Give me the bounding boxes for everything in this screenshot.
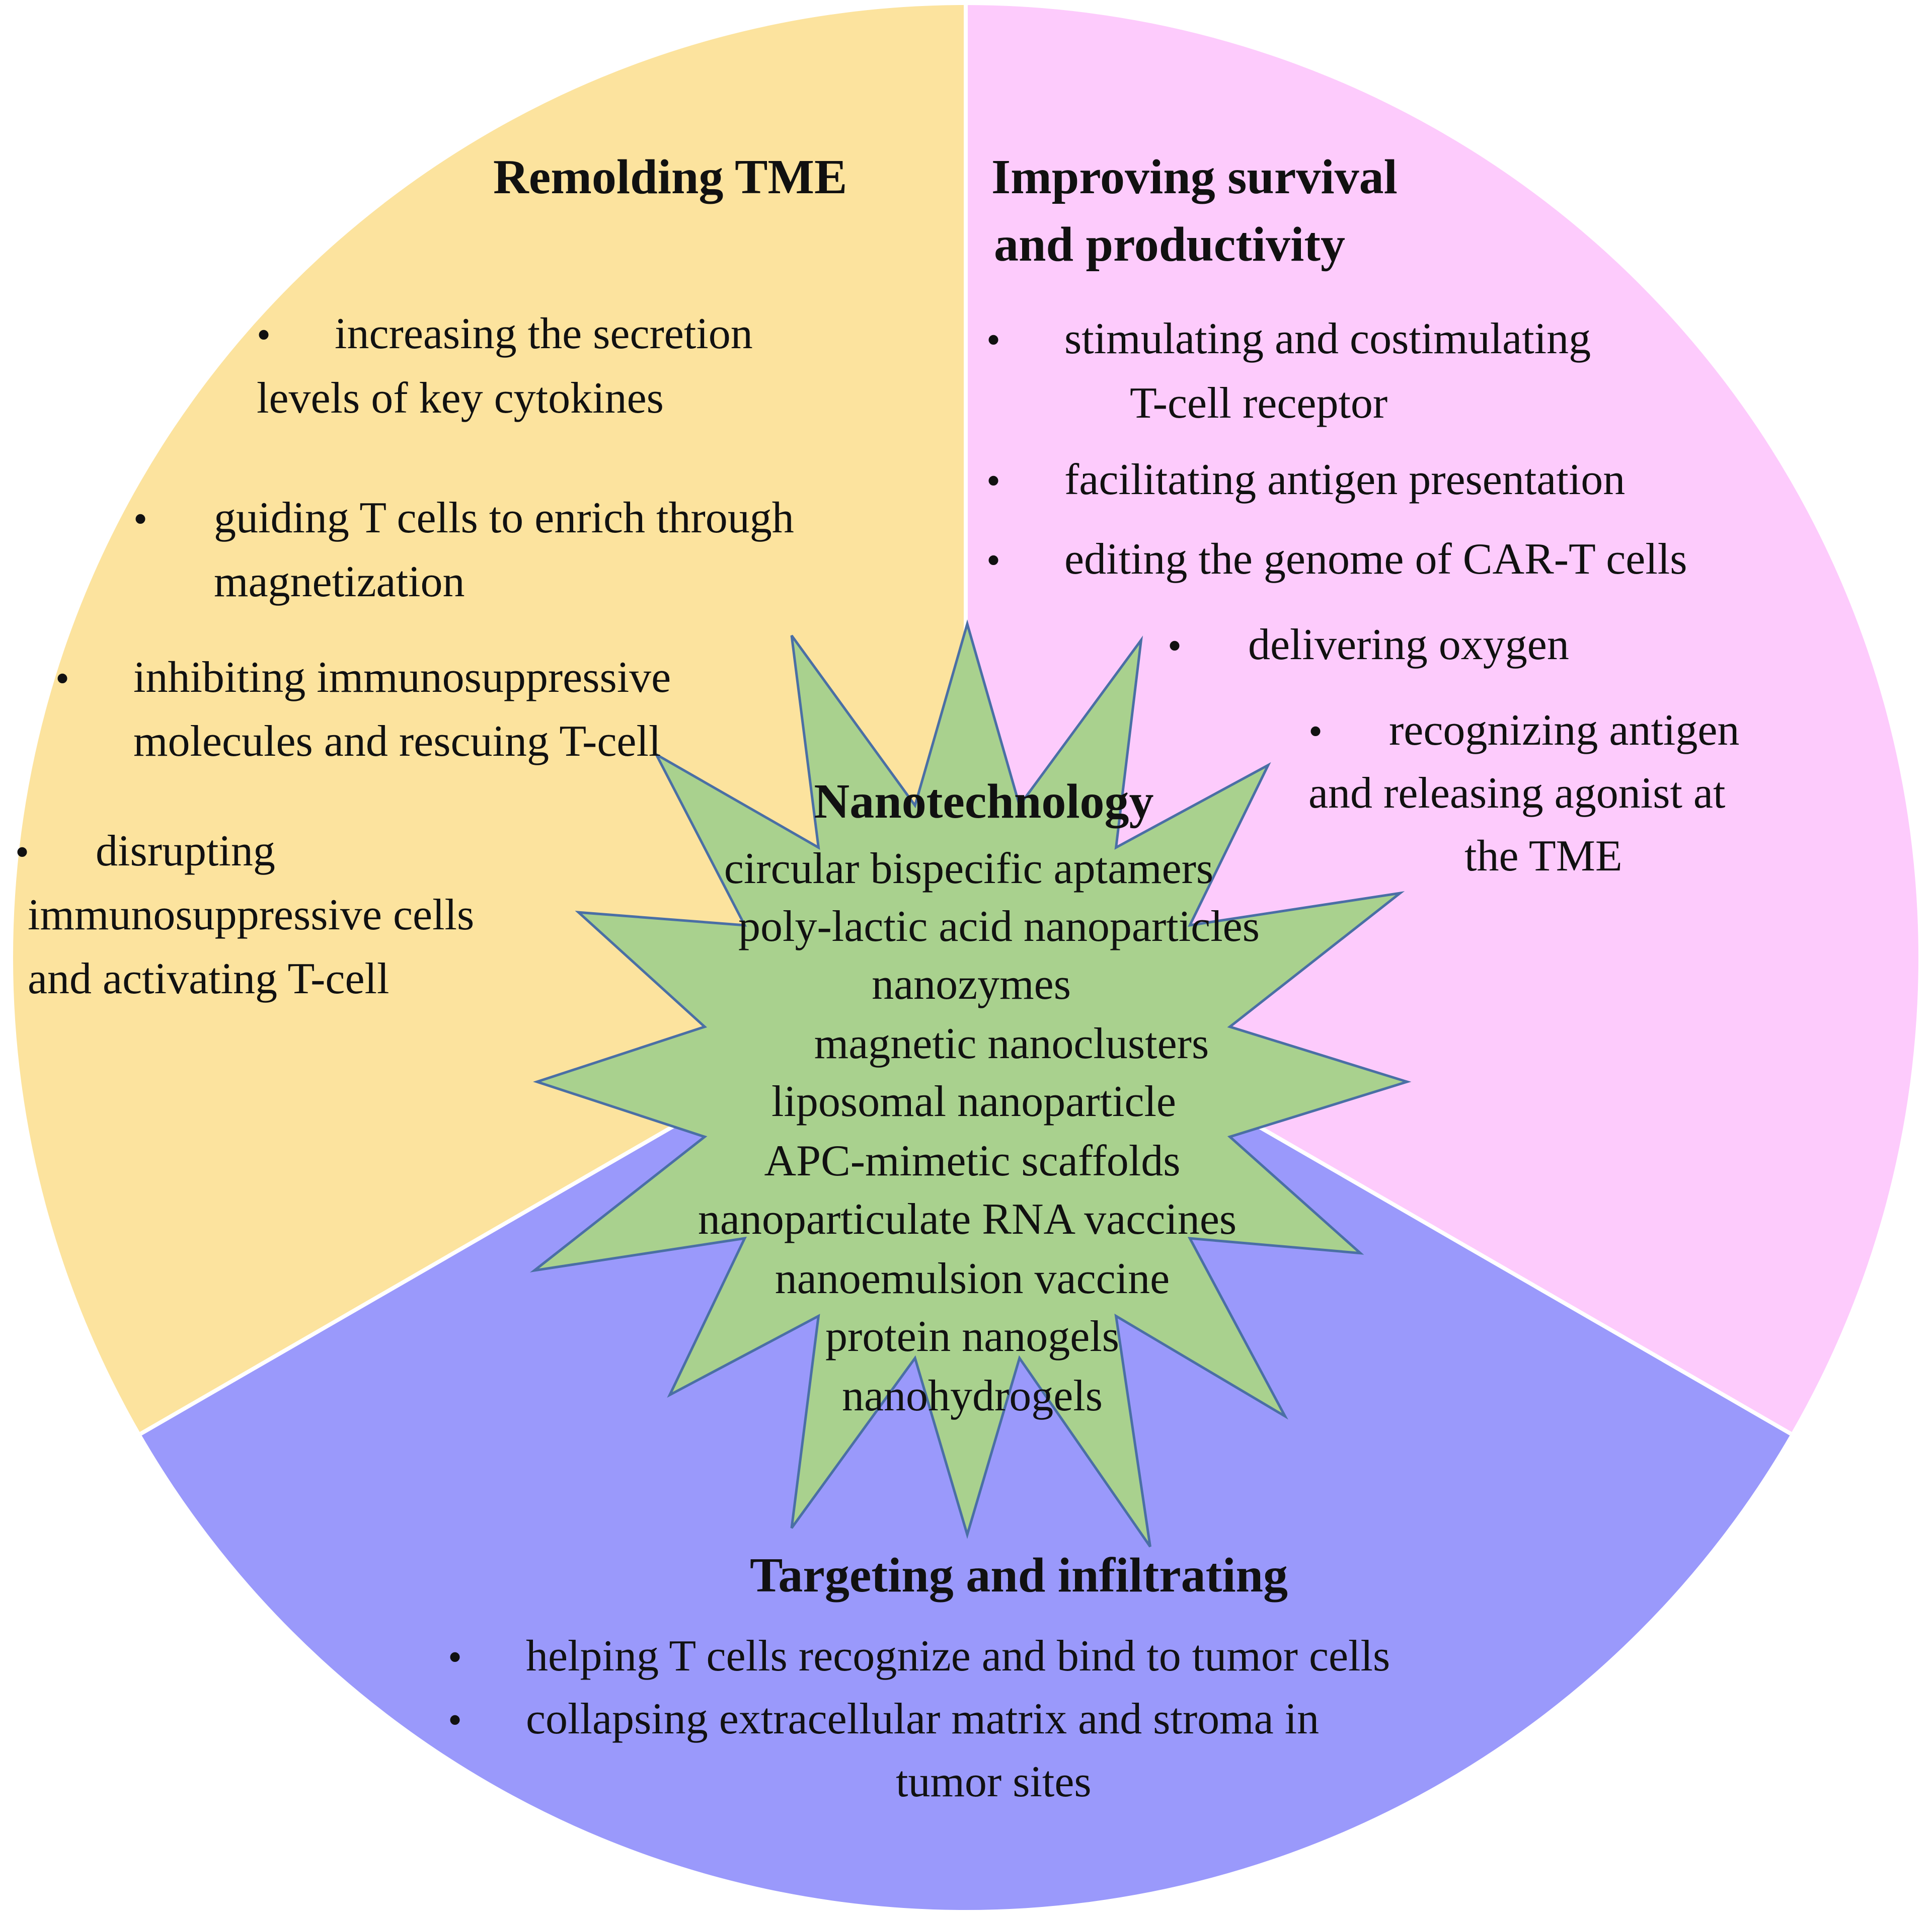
bullet-point: • [55, 657, 69, 701]
remolding-list-item: increasing the secretion [335, 309, 753, 358]
remolding-list-item: and activating T-cell [28, 954, 389, 1003]
bullet-point: • [448, 1698, 462, 1742]
nanotechnology-item: magnetic nanoclusters [814, 1019, 1209, 1068]
bullet-point: • [986, 538, 1000, 583]
nanotechnology-starburst [529, 619, 1412, 1548]
bullet-point: • [1168, 624, 1182, 668]
bullet-point: • [448, 1635, 462, 1680]
nanotechnology-item: nanohydrogels [842, 1372, 1103, 1420]
nanotechnology-item: APC-mimetic scaffolds [764, 1137, 1181, 1185]
survival-title: and productivity [994, 217, 1345, 272]
remolding-list-item: immunosuppressive cells [28, 891, 474, 939]
nanotechnology-item: circular bispecific aptamers [724, 844, 1213, 893]
targeting-list-item: helping T cells recognize and bind to tu… [526, 1632, 1390, 1681]
remolding-list-item: molecules and rescuing T-cell [133, 717, 661, 766]
targeting-title: Targeting and infiltrating [750, 1548, 1288, 1603]
survival-list-item: recognizing antigen [1389, 706, 1739, 755]
bullet-point: • [257, 313, 271, 357]
survival-title: Improving survival [991, 150, 1398, 204]
bullet-point: • [1308, 709, 1323, 754]
diagram-text-layer: Remolding TME • increasing the secretion le… [15, 150, 1739, 1806]
remolding-list-item: inhibiting immunosuppressive [133, 653, 671, 702]
nanotechnology-item: nanoemulsion vaccine [775, 1254, 1170, 1303]
nanotechnology-item: protein nanogels [825, 1312, 1119, 1361]
survival-list-item: the TME [1464, 832, 1622, 881]
pie-sectors [13, 5, 1919, 1910]
remolding-list-item: levels of key cytokines [257, 374, 664, 423]
nanotechnology-item: nanozymes [872, 960, 1071, 1009]
bullet-point: • [986, 318, 1000, 362]
nanotechnology-item: liposomal nanoparticle [771, 1077, 1176, 1126]
remolding-list-item: guiding T cells to enrich through [214, 494, 794, 542]
bullet-point: • [986, 459, 1000, 503]
survival-list-item: and releasing agonist at [1308, 769, 1725, 818]
nanotechnology-item: nanoparticulate RNA vaccines [698, 1195, 1237, 1244]
survival-list-item: editing the genome of CAR-T cells [1064, 535, 1687, 584]
survival-list-item: delivering oxygen [1248, 620, 1569, 669]
survival-list-item: stimulating and costimulating [1064, 314, 1591, 363]
survival-list-item: T-cell receptor [1130, 379, 1387, 428]
survival-list-item: facilitating antigen presentation [1064, 455, 1625, 504]
targeting-list-item: tumor sites [896, 1758, 1092, 1806]
bullet-point: • [15, 830, 29, 874]
targeting-list-item: collapsing extracellular matrix and stro… [526, 1695, 1319, 1743]
nanotechnology-item: poly-lactic acid nanoparticles [738, 902, 1260, 951]
bullet-point: • [133, 497, 147, 541]
remolding-list-item: disrupting [96, 827, 275, 875]
remolding-list-item: magnetization [214, 557, 465, 606]
nanotechnology-title: Nanotechnology [814, 774, 1153, 829]
remolding-tme-title: Remolding TME [493, 150, 847, 204]
